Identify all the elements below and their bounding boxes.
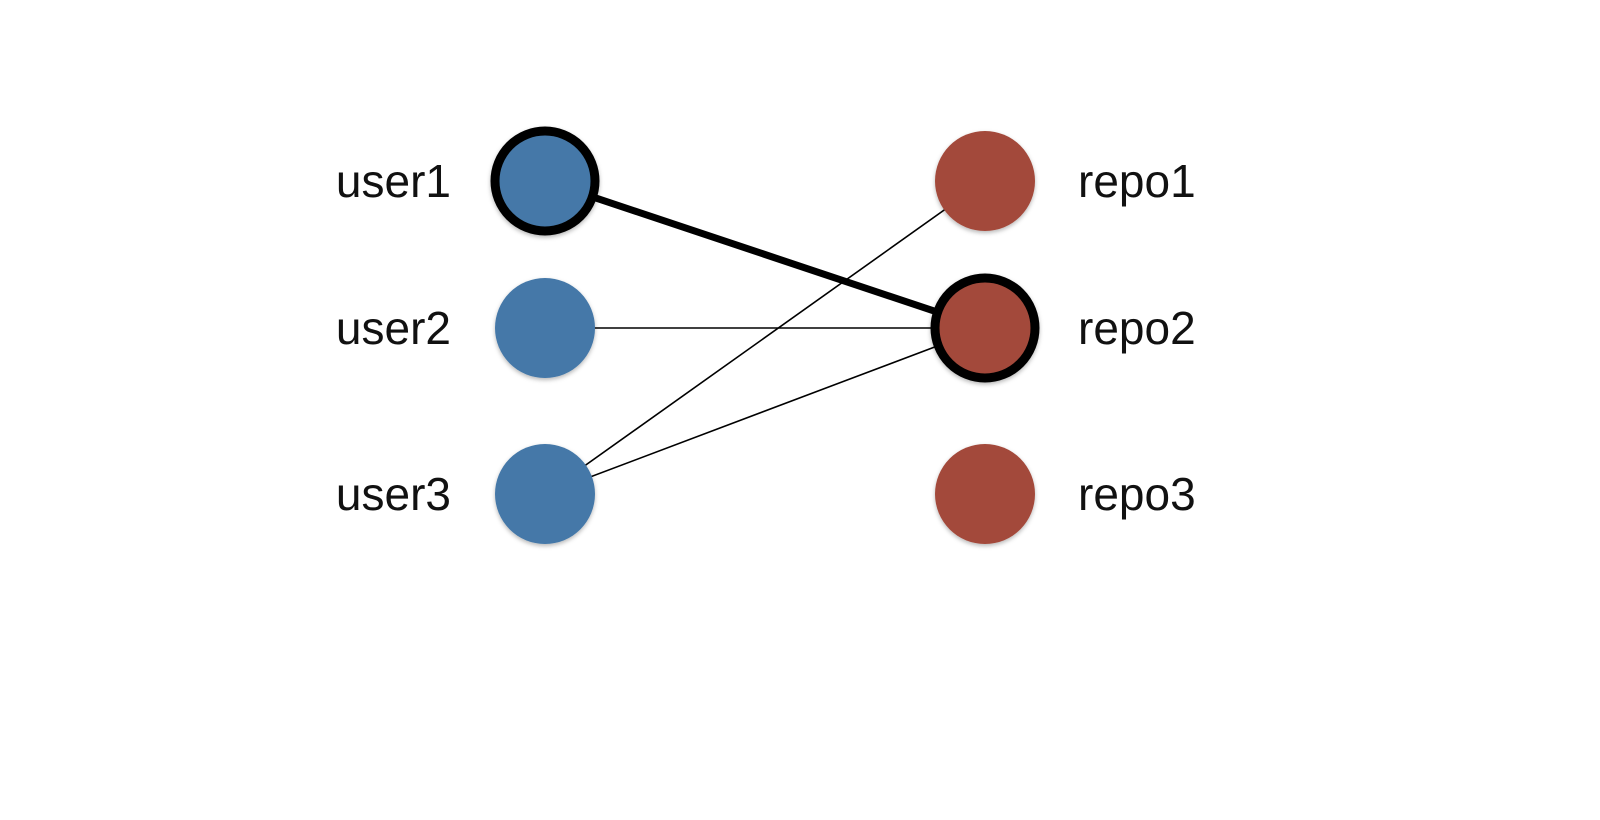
edge-user3-repo2: [544, 327, 986, 495]
edge-user3-repo1: [544, 180, 986, 495]
label-user2: user2: [336, 302, 451, 354]
node-repo2: [930, 273, 1040, 383]
node-user3: [495, 444, 595, 544]
edges-layer: [541, 177, 989, 495]
node-user1: [490, 126, 600, 236]
edge-user1-repo2: [541, 177, 989, 332]
labels-layer: user1 user2 user3 repo1 repo2 repo3: [336, 155, 1196, 520]
label-repo2: repo2: [1078, 302, 1196, 354]
node-repo1: [935, 131, 1035, 231]
nodes-layer: [490, 126, 1040, 544]
node-repo3: [935, 444, 1035, 544]
label-user3: user3: [336, 468, 451, 520]
label-repo1: repo1: [1078, 155, 1196, 207]
node-user2: [495, 278, 595, 378]
label-user1: user1: [336, 155, 451, 207]
label-repo3: repo3: [1078, 468, 1196, 520]
